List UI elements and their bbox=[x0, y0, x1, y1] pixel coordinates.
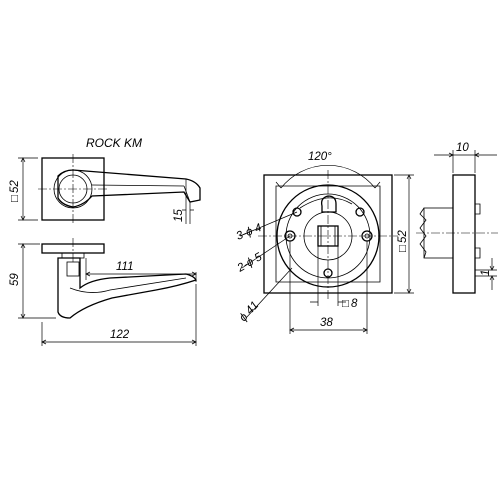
label-large-holes: 2-ϕ 5 bbox=[235, 251, 265, 275]
profile-screws bbox=[475, 203, 481, 259]
dim-base-arrows bbox=[406, 174, 412, 294]
dim-rose-lines bbox=[18, 157, 38, 221]
stop-arc bbox=[299, 197, 353, 209]
dim-base-lines bbox=[394, 174, 414, 294]
hole-top-right bbox=[355, 207, 365, 217]
hole-top-left bbox=[292, 207, 302, 217]
dim-angle-label: 120° bbox=[308, 151, 332, 163]
dim-gap-label: 1 bbox=[480, 270, 492, 276]
base-square-inner bbox=[275, 185, 381, 283]
dim-projection-arrows bbox=[20, 243, 26, 319]
leader-large-holes bbox=[241, 235, 291, 269]
dim-spindle-label: □8 bbox=[342, 298, 358, 310]
side-neck-detail bbox=[66, 261, 80, 277]
model-title: ROCK KM bbox=[86, 136, 142, 150]
dim-reach-arrows bbox=[85, 271, 197, 277]
profile-break-line bbox=[419, 207, 427, 259]
dim-projection-label: 59 bbox=[9, 273, 21, 286]
dim-angle-ends bbox=[275, 181, 381, 189]
dim-rose-arrows bbox=[20, 157, 26, 221]
side-lever-edge bbox=[69, 277, 187, 293]
side-lever-outline bbox=[57, 257, 197, 319]
dim-gap-arrows bbox=[489, 265, 495, 281]
dim-gap-lines bbox=[475, 258, 497, 290]
lever-edge-line bbox=[91, 184, 185, 187]
dim-projection-lines bbox=[18, 243, 56, 319]
dim-thickness-label: 10 bbox=[456, 142, 469, 154]
label-circle: ϕ 41 bbox=[237, 299, 261, 324]
dim-length-arrows bbox=[41, 339, 197, 345]
dim-thickness-arrows bbox=[448, 152, 480, 158]
profile-rose bbox=[452, 174, 476, 294]
dim-reach-label: 111 bbox=[116, 261, 133, 273]
dim-angle-arc bbox=[280, 165, 376, 189]
dim-rose-label: □52 bbox=[9, 180, 21, 202]
dim-lever-height-label: 15 bbox=[173, 209, 185, 222]
dim-hole-spacing-label: 38 bbox=[320, 317, 333, 329]
leader-small-holes bbox=[239, 211, 298, 237]
label-small-holes: 3-ϕ 4 bbox=[235, 222, 264, 243]
dim-base-label: □52 bbox=[397, 230, 409, 252]
dim-thickness-lines bbox=[434, 150, 497, 173]
stop-slot bbox=[320, 195, 337, 213]
dim-hole-spacing-lines bbox=[289, 241, 368, 334]
front-view: 120° 3-ϕ 4 2-ϕ 5 ϕ 41 □8 38 □52 bbox=[235, 151, 414, 334]
dim-spindle-lines bbox=[310, 246, 346, 306]
dim-lever-height-lines bbox=[185, 179, 191, 224]
top-view: □52 15 bbox=[9, 154, 201, 224]
dim-length-label: 122 bbox=[110, 329, 130, 341]
dim-hole-spacing-arrows bbox=[289, 327, 368, 333]
lever-end-line bbox=[183, 185, 191, 203]
side-view: 59 111 122 bbox=[9, 238, 197, 346]
profile-view: 10 1 bbox=[416, 142, 498, 294]
leader-circle bbox=[245, 267, 293, 319]
